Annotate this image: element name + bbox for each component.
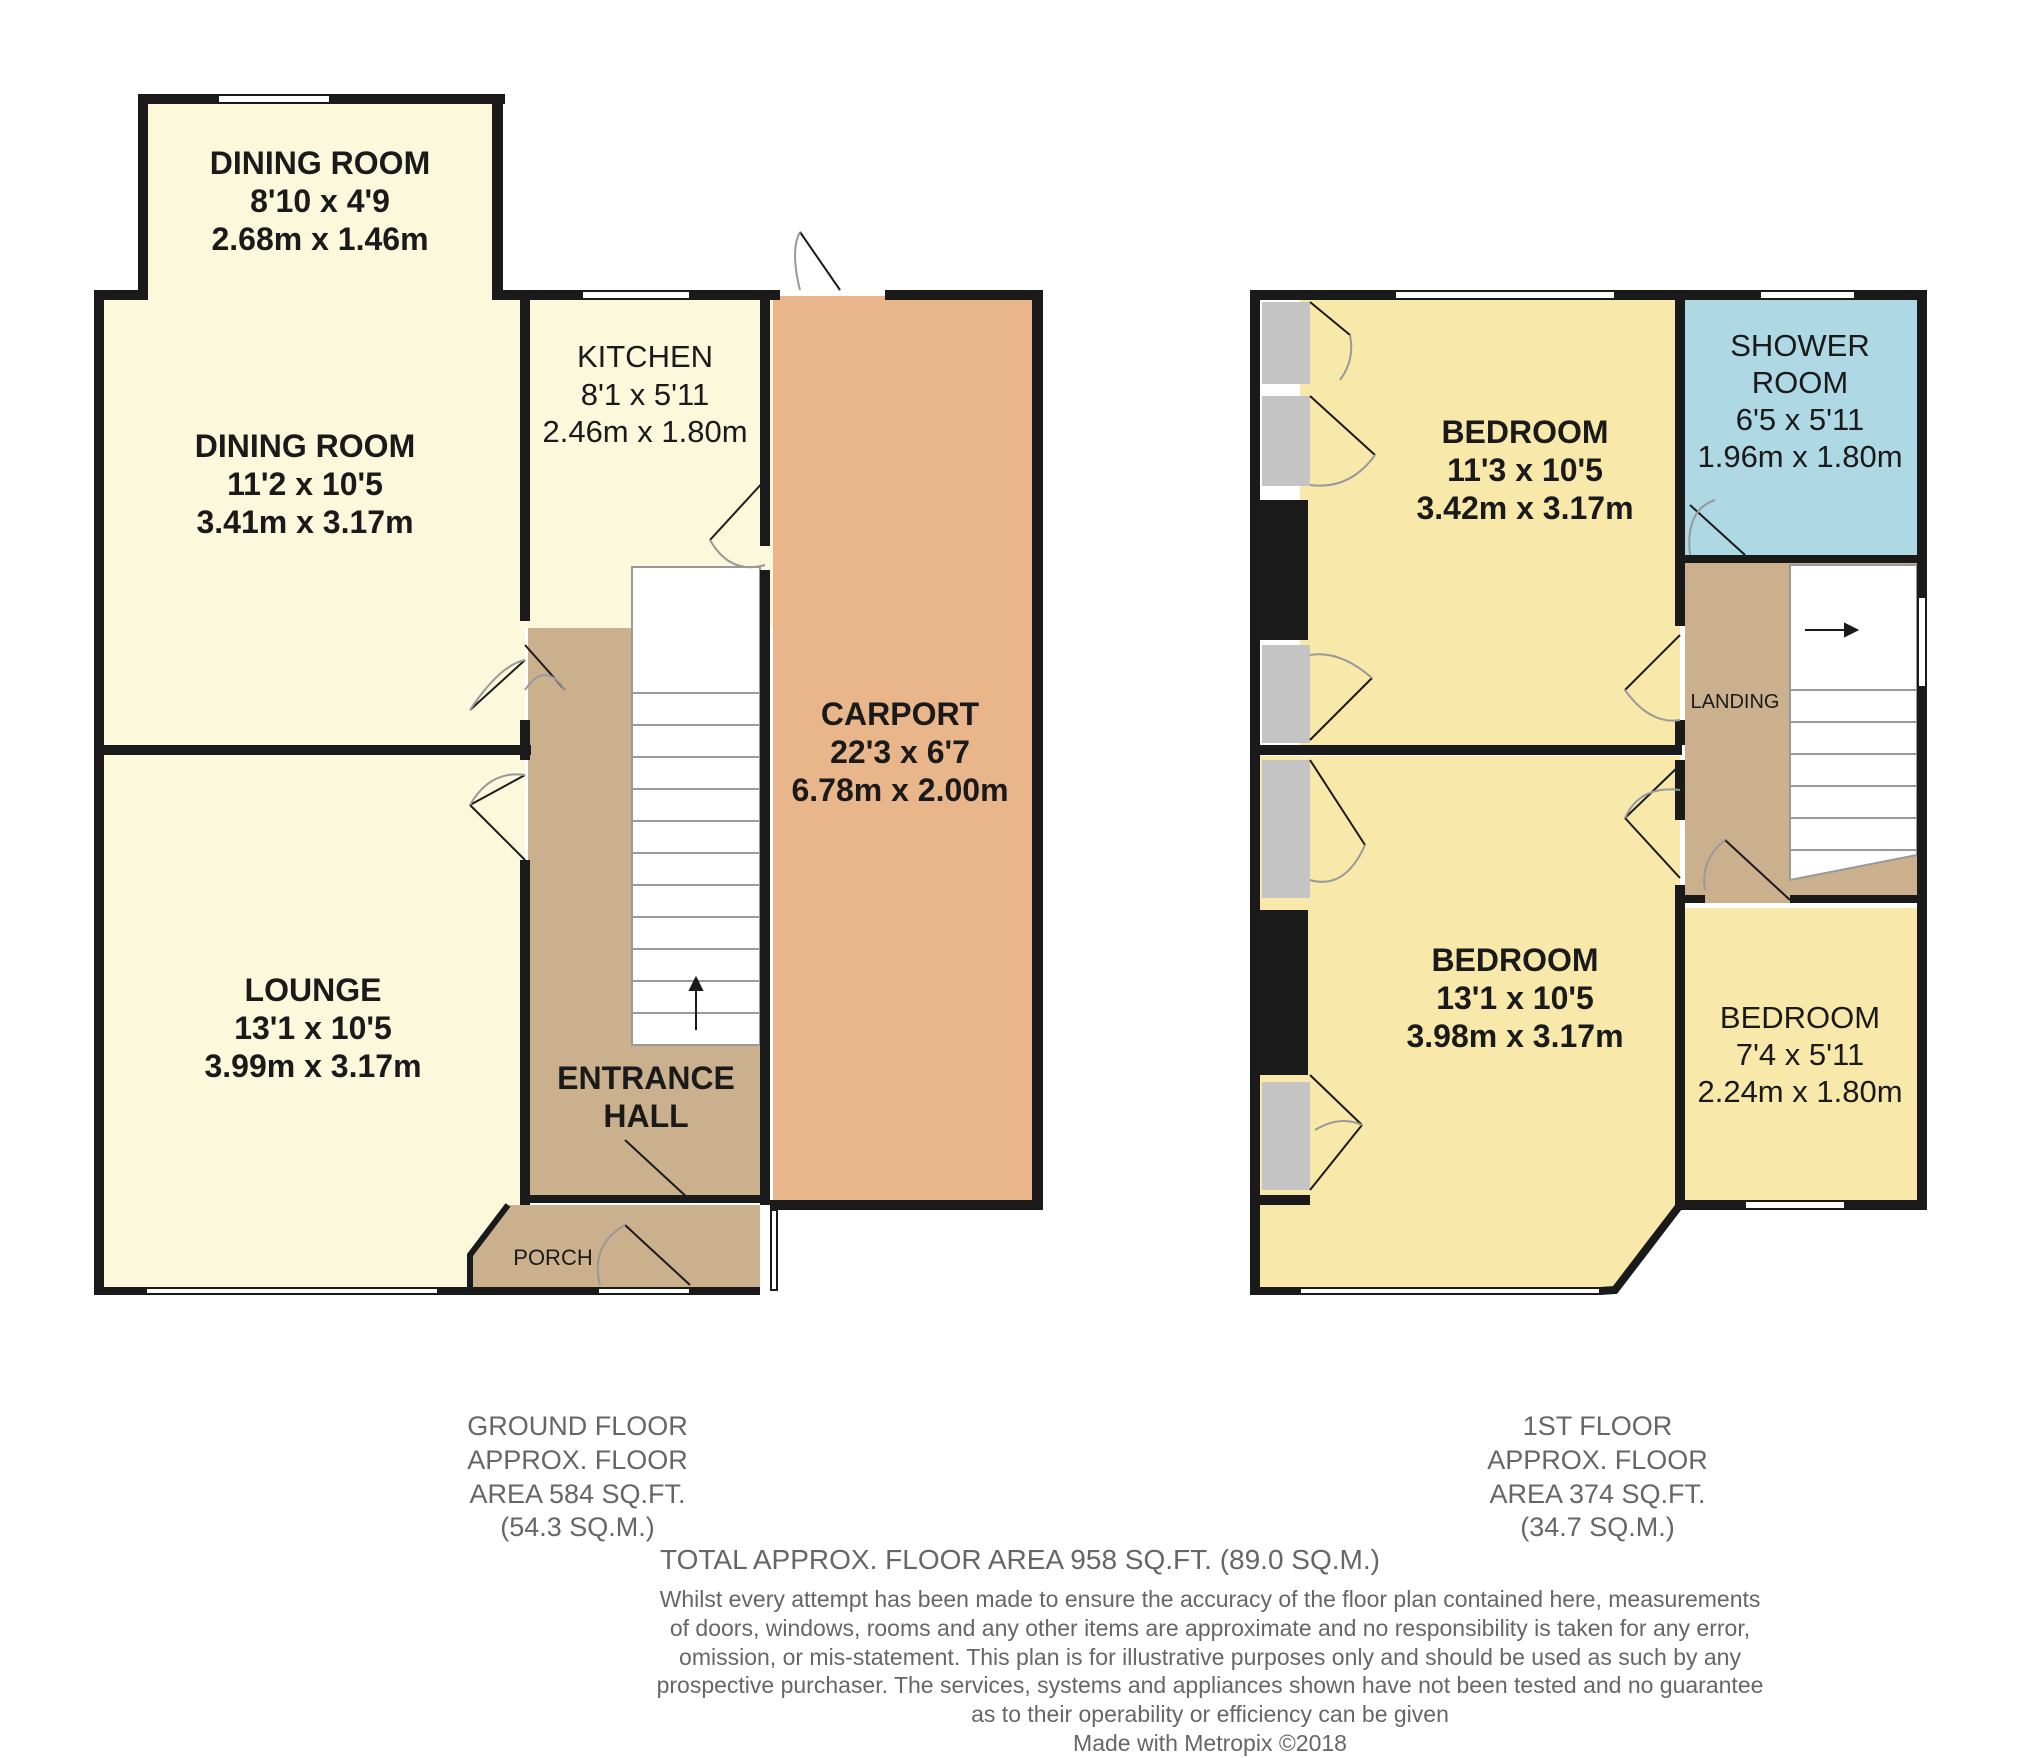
first-floor-stair-treads [1790,689,1917,851]
entrance-hall-line2: HALL [603,1098,688,1134]
ground-floor-doors [467,231,841,1290]
carport-metric: 6.78m x 2.00m [791,772,1008,808]
ground-floor-area: GROUND FLOOR APPROX. FLOOR AREA 584 SQ.F… [400,1410,755,1545]
porch-name: PORCH [513,1245,592,1270]
entrance-hall-area [528,628,760,1200]
first-floor-doors [1309,301,1791,1191]
first-floor-line2: APPROX. FLOOR [1487,1444,1708,1475]
landing-name: LANDING [1691,691,1780,713]
kitchen-metric: 2.46m x 1.80m [542,414,747,449]
kitchen-name: KITCHEN [577,339,713,374]
carport-name: CARPORT [821,696,980,732]
disclaimer-line2: of doors, windows, rooms and any other i… [669,1614,1751,1641]
disclaimer: Whilst every attempt has been made to en… [560,1585,1860,1758]
dining-upper-name: DINING ROOM [210,145,430,181]
bedroom1-name: BEDROOM [1441,414,1608,450]
first-floor-line1: 1ST FLOOR [1522,1411,1673,1441]
bedroom2-imperial: 13'1 x 10'5 [1436,980,1594,1016]
first-floor-plan [1250,290,1927,1295]
dining-room-area [100,296,525,748]
stair-arrow-icon [688,975,704,1030]
bedroom-1-area [1300,296,1680,748]
porch-area [470,1205,760,1290]
ground-floor-plan [94,94,1043,1295]
staircase [631,566,761,1046]
carport-area [773,296,1038,1206]
first-floor-line3: AREA 374 SQ.FT. [1489,1478,1706,1509]
ground-floor-line3: AREA 584 SQ.FT. [469,1478,686,1509]
lounge-metric: 3.99m x 3.17m [204,1048,421,1084]
ground-floor-windows [145,94,778,1295]
lounge-imperial: 13'1 x 10'5 [234,1010,392,1046]
first-floor-area: 1ST FLOOR APPROX. FLOOR AREA 374 SQ.FT. … [1420,1410,1775,1545]
shower-room-area [1685,296,1917,558]
disclaimer-line4: prospective purchaser. The services, sys… [656,1672,1764,1699]
bedroom1-metric: 3.42m x 3.17m [1416,490,1633,526]
lounge-name: LOUNGE [245,972,382,1008]
room-labels: DINING ROOM 8'10 x 4'9 2.68m x 1.46m DIN… [195,145,1903,1270]
shower-imperial: 6'5 x 5'11 [1736,402,1864,437]
bedroom-3-area [1685,908,1917,1208]
first-floor-walls [1250,290,1927,1295]
wardrobes [1262,302,1310,1190]
kitchen-imperial: 8'1 x 5'11 [581,377,709,412]
disclaimer-line1: Whilst every attempt has been made to en… [659,1586,1761,1612]
bedroom2-name: BEDROOM [1431,942,1598,978]
dining-imperial: 11'2 x 10'5 [227,466,383,502]
disclaimer-line3: omission, or mis-statement. This plan is… [679,1643,1741,1670]
bedroom1-imperial: 11'3 x 10'5 [1447,452,1603,488]
ground-floor-walls [94,94,1043,1295]
dining-upper-metric: 2.68m x 1.46m [211,221,428,257]
disclaimer-line5: as to their operability or efficiency ca… [971,1701,1449,1727]
bay-wall [1599,1202,1684,1295]
first-floor-windows [1299,290,1927,1295]
dining-room-upper-area [145,100,495,300]
dining-metric: 3.41m x 3.17m [196,504,413,540]
bedroom3-imperial: 7'4 x 5'11 [1736,1037,1864,1072]
ground-floor-line2: APPROX. FLOOR [467,1444,688,1475]
first-floor-line4: (34.7 SQ.M.) [1520,1512,1675,1543]
bedroom2-metric: 3.98m x 3.17m [1406,1018,1623,1054]
bedroom3-name: BEDROOM [1720,1000,1880,1035]
shower-metric: 1.96m x 1.80m [1697,439,1902,474]
shower-line1: SHOWER [1730,328,1870,363]
dining-name: DINING ROOM [195,428,415,464]
shower-line2: ROOM [1752,365,1848,400]
total-area: TOTAL APPROX. FLOOR AREA 958 SQ.FT. (89.… [660,1544,1380,1575]
ground-floor-line1: GROUND FLOOR [467,1411,688,1441]
first-floor-stair-arrow-icon [1805,622,1860,638]
credit: Made with Metropix ©2018 [1073,1729,1347,1756]
bedroom3-metric: 2.24m x 1.80m [1697,1074,1902,1109]
ground-floor-line4: (54.3 SQ.M.) [500,1512,655,1543]
bedroom-2-area [1258,756,1680,1290]
dining-upper-imperial: 8'10 x 4'9 [250,183,390,219]
lounge-area [100,752,525,1290]
entrance-hall-line1: ENTRANCE [557,1060,735,1096]
carport-imperial: 22'3 x 6'7 [830,734,970,770]
